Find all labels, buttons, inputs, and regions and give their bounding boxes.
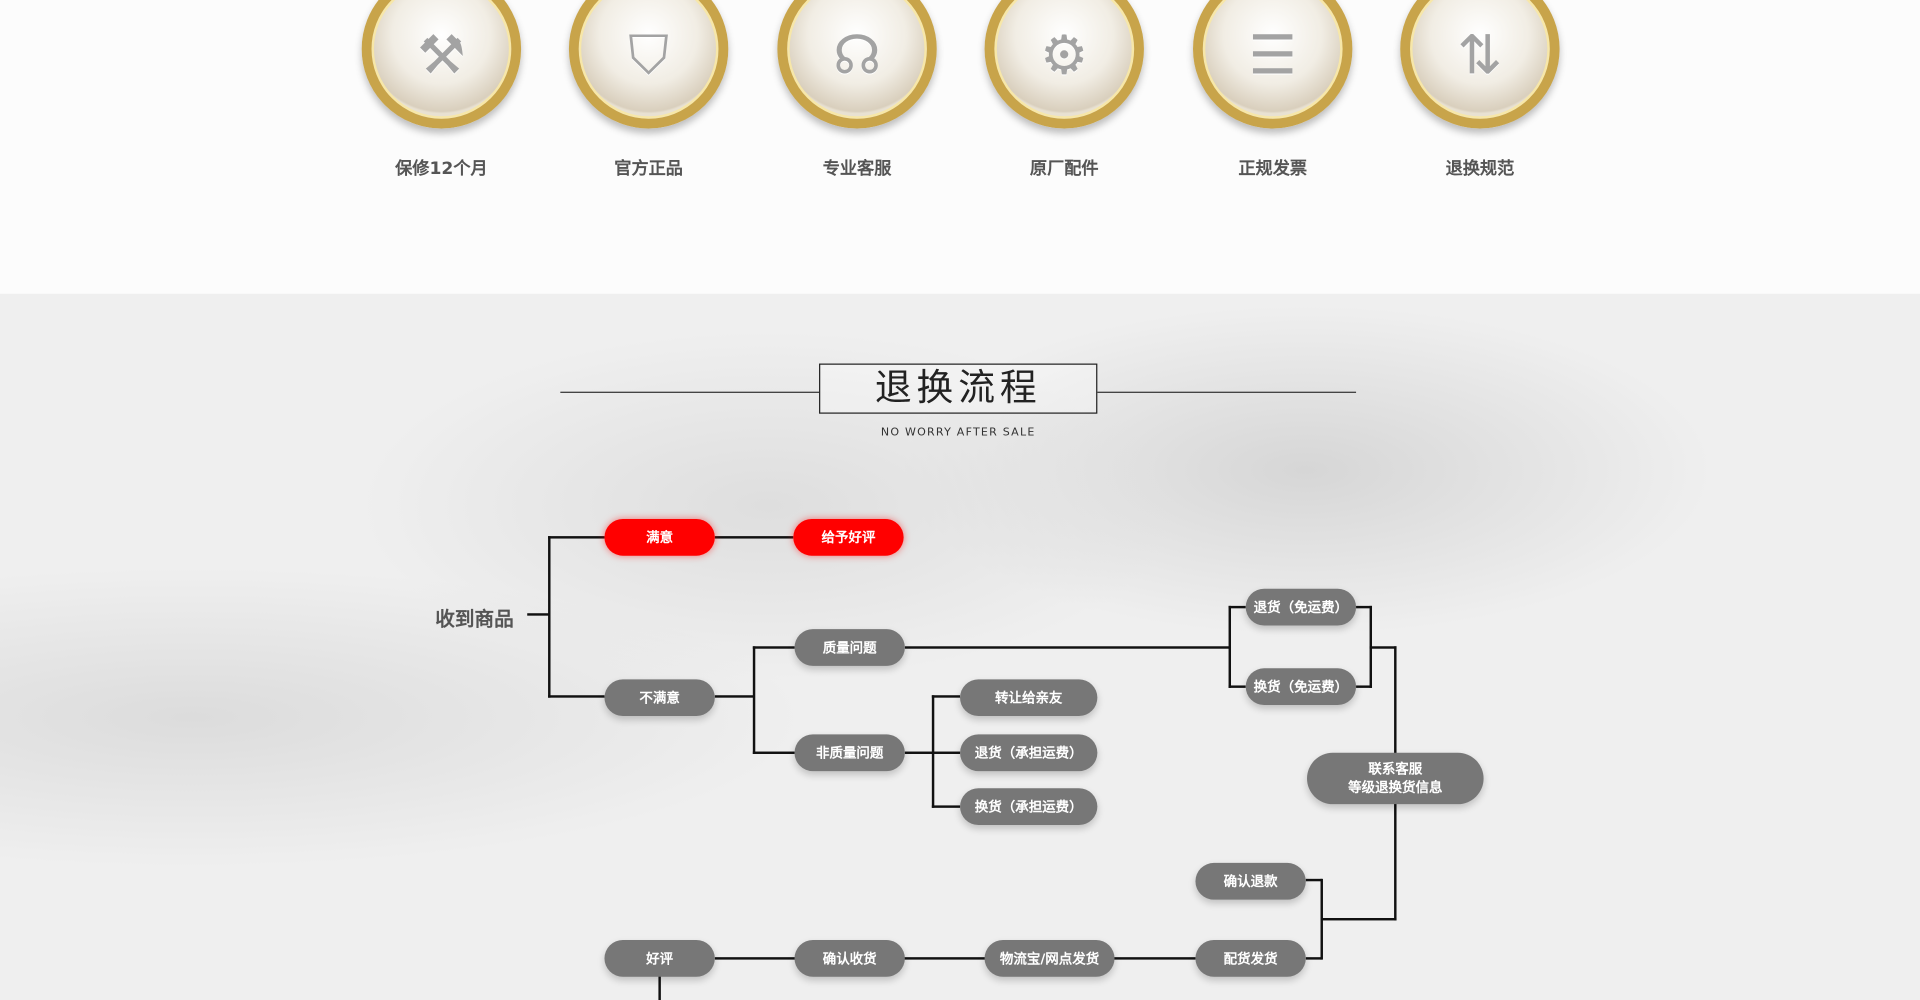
process-subtitle: NO WORRY AFTER SALE <box>880 427 1036 440</box>
connector <box>1356 685 1373 688</box>
connector <box>752 646 756 754</box>
connector <box>1228 605 1246 609</box>
return-free-node: 退货（免运费） <box>1245 588 1357 626</box>
connector <box>1228 605 1232 688</box>
connector <box>752 646 795 649</box>
badge-label: 原厂配件 <box>1029 159 1099 179</box>
badge-label: 正规发票 <box>1238 159 1308 179</box>
connector <box>1356 605 1373 609</box>
connector <box>931 805 961 808</box>
badge-label: 专业客服 <box>822 159 892 179</box>
connector <box>1320 918 1397 921</box>
badge-label: 退换规范 <box>1445 159 1515 179</box>
transfer-node: 转让给亲友 <box>960 679 1098 717</box>
connector <box>527 613 550 616</box>
return-paid-node: 退货（承担运费） <box>960 734 1098 772</box>
receive-goods-label: 收到商品 <box>435 607 514 631</box>
connector <box>548 536 605 539</box>
connector <box>548 536 551 698</box>
good-review-node: 好评 <box>604 940 715 977</box>
invoice-icon: ☰ <box>1192 0 1353 129</box>
connector <box>931 695 961 698</box>
logistics-node: 物流宝/网点发货 <box>984 940 1115 977</box>
connector <box>931 695 935 808</box>
connector <box>714 957 1196 960</box>
connector <box>658 975 661 1000</box>
connector <box>714 695 755 698</box>
connector <box>548 695 605 698</box>
contact-service-line1: 联系客服 <box>1368 761 1423 778</box>
confirm-receipt-node: 确认收货 <box>794 940 905 977</box>
gears-icon: ⚙ <box>984 0 1144 129</box>
connector <box>904 751 934 754</box>
headset-icon: ☊ <box>777 0 937 129</box>
quality-issue-node: 质量问题 <box>794 629 905 666</box>
service-badges-section: ⚒ ⛉ ☊ ⚙ ☰ ⇅ 保修12个月 官方正品 专业客服 原厂配件 正规发票 退… <box>0 0 1920 294</box>
contact-service-node: 联系客服 等级退换货信息 <box>1307 752 1484 805</box>
connector <box>714 536 794 539</box>
contact-service-line2: 等级退换货信息 <box>1348 779 1443 796</box>
connector <box>1369 646 1397 649</box>
give-review-node: 给予好评 <box>793 518 904 556</box>
badge-label: 保修12个月 <box>395 159 488 179</box>
connector <box>1320 878 1323 960</box>
process-title: 退换流程 <box>819 363 1098 414</box>
title-divider <box>560 391 820 393</box>
title-divider <box>1097 391 1357 393</box>
exchange-paid-node: 换货（承担运费） <box>960 788 1098 825</box>
exchange-icon: ⇅ <box>1400 0 1560 129</box>
connector <box>904 646 1232 649</box>
connector <box>931 751 961 754</box>
connector <box>752 751 795 754</box>
satisfied-node: 满意 <box>604 518 715 556</box>
confirm-refund-node: 确认退款 <box>1195 862 1306 900</box>
connector <box>1305 957 1322 960</box>
connector <box>1228 685 1246 688</box>
exchange-free-node: 换货（免运费） <box>1245 668 1357 706</box>
ship-node: 配货发货 <box>1195 940 1306 977</box>
tools-icon: ⚒ <box>361 0 522 129</box>
shield-icon: ⛉ <box>568 0 729 129</box>
connector <box>1305 878 1322 882</box>
non-quality-issue-node: 非质量问题 <box>794 734 905 772</box>
badge-label: 官方正品 <box>614 159 683 179</box>
unsatisfied-node: 不满意 <box>604 679 715 717</box>
